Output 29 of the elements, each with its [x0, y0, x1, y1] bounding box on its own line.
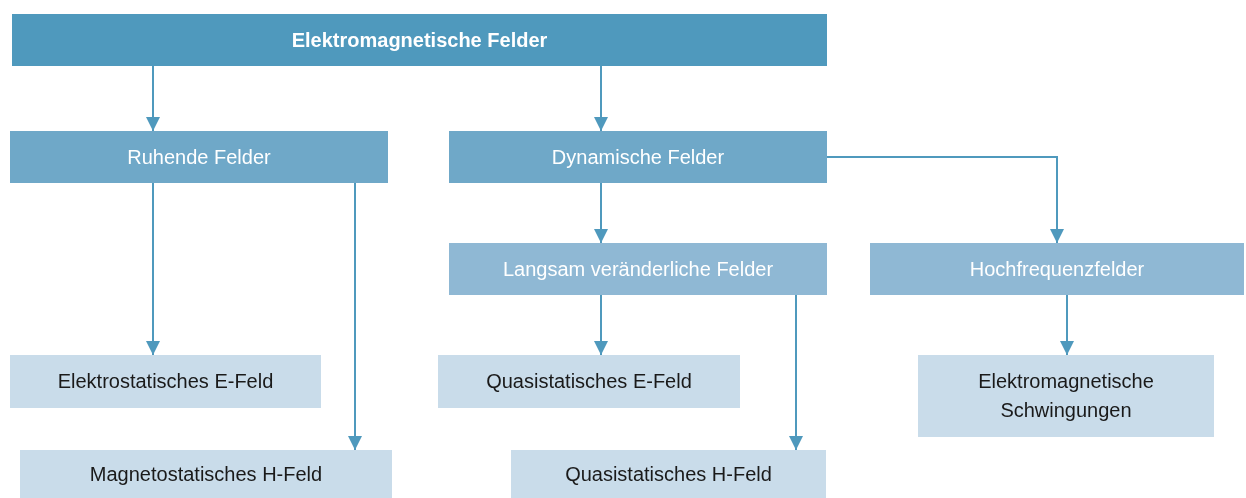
category-box: [511, 450, 826, 498]
node-label: Dynamische Felder: [551, 144, 725, 170]
node-label: Elektrostatisches E-Feld: [57, 369, 274, 394]
arrow: [348, 182, 362, 451]
arrow: [594, 65, 608, 132]
arrow: [826, 156, 1064, 244]
category-box: [449, 131, 827, 183]
category-box: [10, 355, 321, 408]
node-label: Langsam veränderliche Felder: [502, 256, 774, 282]
category-box: [870, 243, 1244, 295]
category-box: [438, 355, 740, 408]
category-box: [12, 14, 827, 66]
node-label: Hochfrequenzfelder: [969, 256, 1145, 282]
category-box: [918, 355, 1214, 437]
arrow: [594, 294, 608, 356]
arrow: [594, 182, 608, 244]
category-box: [20, 450, 392, 498]
node-label: Elektromagnetische Felder: [291, 27, 548, 53]
node-label: Quasistatisches E-Feld: [486, 369, 692, 394]
node-label: Elektromagnetische Schwingungen: [977, 369, 1155, 423]
arrow: [146, 65, 160, 132]
category-box: [449, 243, 827, 295]
arrow: [146, 182, 160, 356]
category-box: [10, 131, 388, 183]
arrow: [1060, 294, 1074, 356]
node-label: Ruhende Felder: [127, 144, 271, 170]
node-label: Magnetostatisches H-Feld: [89, 461, 323, 487]
node-label: Quasistatisches H-Feld: [565, 461, 772, 487]
arrow: [789, 294, 803, 451]
